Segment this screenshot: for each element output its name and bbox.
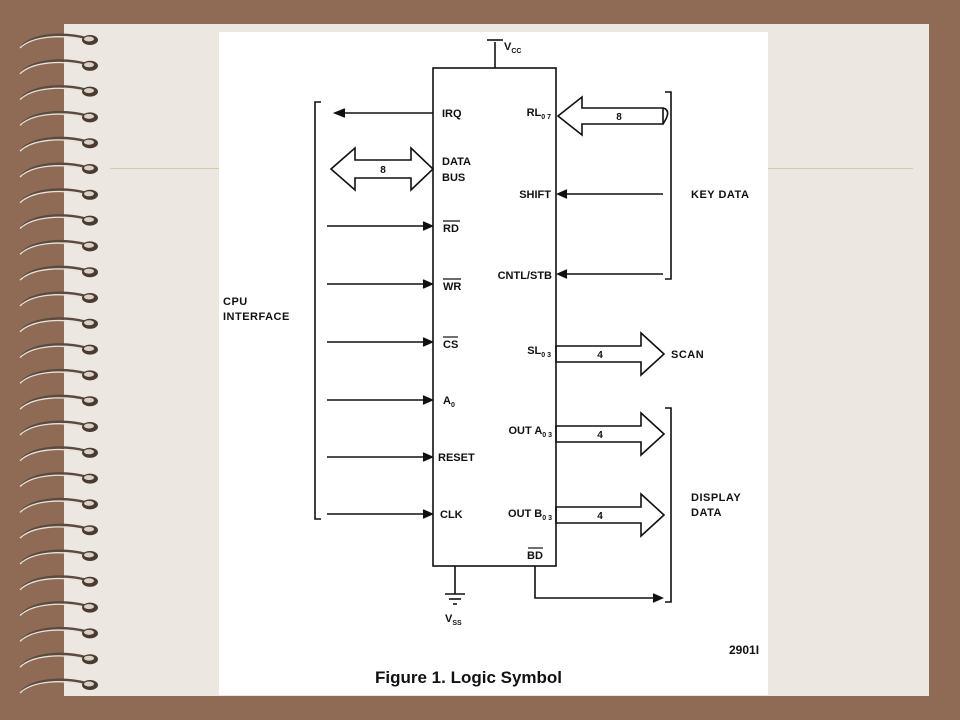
figure-code: 2901I [729, 643, 759, 657]
reset-arrowhead [422, 452, 434, 462]
spiral-ring [19, 265, 98, 281]
spiral-ring [19, 239, 98, 255]
spiral-ring [19, 59, 98, 75]
spiral-ring [19, 291, 98, 307]
spiral-ring [19, 162, 98, 178]
key-data-bracket [665, 91, 672, 280]
spiral-ring [19, 601, 98, 617]
spiral-ring [19, 420, 98, 436]
outb-bus-width: 4 [597, 511, 603, 522]
key-data-label: KEY DATA [691, 189, 749, 201]
spiral-ring [19, 678, 98, 694]
vss-label: VSS [445, 613, 462, 627]
pin-wr: WR [443, 281, 461, 293]
spiral-ring [19, 85, 98, 101]
data-bus-arrow [329, 146, 435, 192]
pin-a0: A0 [443, 395, 455, 409]
spiral-ring [19, 368, 98, 384]
cpu-interface-label-1: CPU [223, 296, 248, 308]
outa-bus-arrow [555, 411, 666, 457]
spiral-ring [19, 575, 98, 591]
rl-bus-tail [662, 107, 669, 125]
spiral-ring [19, 343, 98, 359]
pin-data-bus-1: DATA [442, 156, 471, 168]
pin-sl: SL0 3 [527, 345, 551, 359]
pin-out-b: OUT B0 3 [508, 508, 552, 522]
pin-reset: RESET [438, 452, 475, 464]
display-data-bracket [665, 407, 672, 603]
sl-bus-arrow [555, 331, 666, 377]
spiral-ring [19, 214, 98, 230]
cs-arrowhead [422, 337, 434, 347]
spiral-ring [19, 497, 98, 513]
display-data-label-2: DATA [691, 507, 722, 519]
spiral-ring [19, 110, 98, 126]
spiral-ring [19, 33, 98, 49]
pin-rd: RD [443, 223, 459, 235]
bd-arrowhead [652, 593, 664, 603]
display-data-label-1: DISPLAY [691, 492, 741, 504]
figure-panel: VCC VSS IRQ DATA BUS RD WR CS A0 RESET C… [219, 32, 768, 695]
outb-bus-arrow [555, 492, 666, 538]
pin-rl: RL0 7 [527, 107, 552, 121]
pin-cntl-stb: CNTL/STB [498, 270, 552, 282]
pin-out-a: OUT A0 3 [508, 425, 552, 439]
irq-arrowhead [332, 108, 346, 118]
rl-bus-arrow [556, 95, 664, 137]
cpu-bracket [314, 101, 321, 520]
outa-bus-width: 4 [597, 430, 603, 441]
ic-body [432, 67, 557, 567]
pin-irq: IRQ [442, 108, 462, 120]
a0-arrowhead [422, 395, 434, 405]
pin-clk: CLK [440, 509, 463, 521]
spiral-binding [19, 33, 98, 694]
pin-cs: CS [443, 339, 458, 351]
data-bus-width: 8 [380, 165, 386, 176]
figure-caption: Figure 1. Logic Symbol [375, 668, 562, 687]
pin-shift: SHIFT [519, 189, 551, 201]
spiral-ring [19, 472, 98, 488]
spiral-ring [19, 188, 98, 204]
wr-arrowhead [422, 279, 434, 289]
spiral-ring [19, 626, 98, 642]
pin-bd: BD [527, 550, 543, 562]
spiral-ring [19, 394, 98, 410]
logic-symbol-diagram: VCC VSS IRQ DATA BUS RD WR CS A0 RESET C… [223, 39, 759, 687]
vcc-label: VCC [504, 41, 521, 55]
spiral-ring [19, 523, 98, 539]
clk-arrowhead [422, 509, 434, 519]
spiral-ring [19, 652, 98, 668]
spiral-ring [19, 136, 98, 152]
spiral-ring [19, 446, 98, 462]
cpu-interface-label-2: INTERFACE [223, 311, 290, 323]
spiral-ring [19, 549, 98, 565]
pin-data-bus-2: BUS [442, 172, 465, 184]
spiral-ring [19, 317, 98, 333]
sl-bus-width: 4 [597, 350, 603, 361]
rl-bus-width: 8 [616, 112, 622, 123]
shift-arrowhead [556, 189, 568, 199]
cntl-arrowhead [556, 269, 568, 279]
bd-wire [534, 566, 661, 599]
scan-label: SCAN [671, 349, 704, 361]
rd-arrowhead [422, 221, 434, 231]
